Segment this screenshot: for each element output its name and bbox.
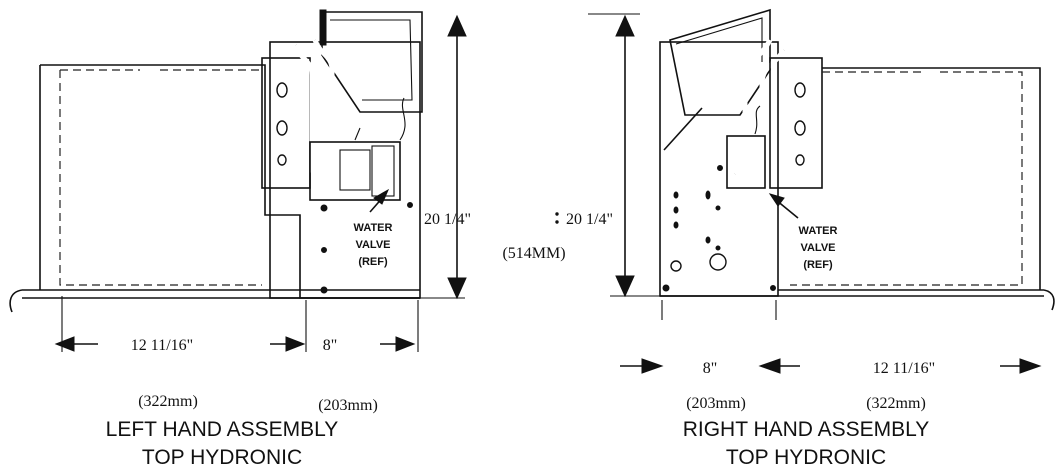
right-pipe-2-inner	[759, 48, 787, 150]
right-screw-8	[715, 245, 721, 251]
left-width-arrow-l	[54, 336, 75, 352]
right-height-arrow-top	[615, 14, 635, 37]
left-assembly: WATER VALVE (REF) 20 1/4" 12 11/16" 8" (…	[9, 9, 471, 469]
center-mark-2	[555, 220, 559, 224]
left-width-arrow-r	[285, 336, 306, 352]
right-valve-wire	[754, 105, 761, 135]
right-hole-1	[794, 82, 806, 98]
right-width-arrow-r	[1019, 358, 1042, 374]
right-hole-3	[795, 154, 805, 166]
left-water-valve	[309, 141, 401, 201]
right-coil-diagonal	[663, 107, 703, 151]
right-callout-line1: WATER	[799, 225, 838, 237]
right-drain-hole	[709, 253, 727, 271]
right-pipe-1-inner	[733, 38, 773, 177]
right-bottom-lip	[660, 289, 1055, 311]
left-height-dim: 20 1/4"	[424, 211, 471, 228]
right-screw-5	[705, 236, 711, 244]
left-hole-1	[276, 82, 288, 98]
left-valve-body	[321, 11, 423, 113]
height-metric: (514MM)	[502, 245, 565, 262]
right-callout-line2: VALVE	[800, 242, 835, 254]
right-callout-line3: (REF)	[803, 259, 833, 271]
right-mount-bracket	[769, 57, 823, 189]
left-height-arrow-top	[447, 14, 467, 37]
left-screw-1	[320, 204, 328, 212]
left-hole-2	[276, 120, 288, 136]
right-hole-4	[670, 260, 682, 272]
right-screw-2	[673, 206, 679, 214]
right-callout-arrowhead	[768, 193, 785, 207]
left-callout-line2: VALVE	[355, 239, 390, 251]
right-screw-6	[717, 165, 723, 171]
right-valve-body	[669, 8, 771, 116]
left-coil-box	[269, 41, 421, 299]
left-water-valve-body	[339, 149, 371, 191]
left-valve-inner	[330, 19, 413, 101]
left-screw-4	[407, 202, 413, 208]
left-title-line2: TOP HYDRONIC	[142, 446, 302, 469]
right-depth-metric: (203mm)	[686, 395, 746, 412]
right-hole-2	[794, 120, 806, 136]
right-screw-9	[662, 284, 670, 292]
right-valve-inner	[675, 17, 763, 62]
left-screw-2	[321, 247, 327, 253]
center-mark	[555, 212, 559, 216]
right-screw-10	[770, 285, 776, 291]
left-hole-3	[277, 154, 287, 166]
right-screw-4	[705, 190, 711, 200]
right-width-metric: (322mm)	[866, 395, 926, 412]
left-callout-line1: WATER	[354, 222, 393, 234]
right-assembly: 20 1/4"	[566, 8, 1055, 469]
left-width-metric: (322mm)	[138, 393, 198, 410]
left-title-line1: LEFT HAND ASSEMBLY	[106, 418, 339, 441]
left-bottom-lip	[9, 289, 420, 313]
left-depth-arrow	[395, 336, 416, 352]
right-depth-arrow-l	[641, 358, 664, 374]
right-title-line2: TOP HYDRONIC	[726, 446, 886, 469]
right-cabinet-dashed	[790, 71, 1023, 286]
left-pipe-2-inner	[312, 39, 351, 161]
left-valve-wire	[399, 97, 406, 141]
left-depth-dim: 8"	[323, 337, 338, 354]
right-width-arrow-l	[758, 358, 781, 374]
right-title-line1: RIGHT HAND ASSEMBLY	[683, 418, 930, 441]
left-valve-flange	[319, 9, 327, 46]
left-depth-metric: (203mm)	[318, 397, 378, 414]
right-depth-dim: 8"	[703, 360, 718, 377]
left-callout-arrowhead	[373, 188, 390, 205]
left-valve-stem	[354, 127, 361, 141]
right-screw-3	[673, 221, 679, 229]
left-callout-line3: (REF)	[358, 256, 388, 268]
left-water-valve-actuator	[371, 145, 395, 197]
right-water-valve	[726, 135, 766, 189]
right-width-dim: 12 11/16"	[873, 360, 935, 377]
right-height-dim: 20 1/4"	[566, 211, 613, 228]
right-height-arrow-bottom	[615, 275, 635, 298]
left-cabinet-dashed	[59, 69, 262, 286]
left-width-dim: 12 11/16"	[131, 337, 193, 354]
left-height-arrow-bottom	[447, 277, 467, 300]
right-cabinet-outline	[822, 67, 1041, 290]
left-pipe-1-inner	[293, 44, 326, 183]
left-screw-3	[320, 286, 328, 294]
right-screw-7	[715, 205, 721, 211]
right-screw-1	[673, 191, 679, 199]
